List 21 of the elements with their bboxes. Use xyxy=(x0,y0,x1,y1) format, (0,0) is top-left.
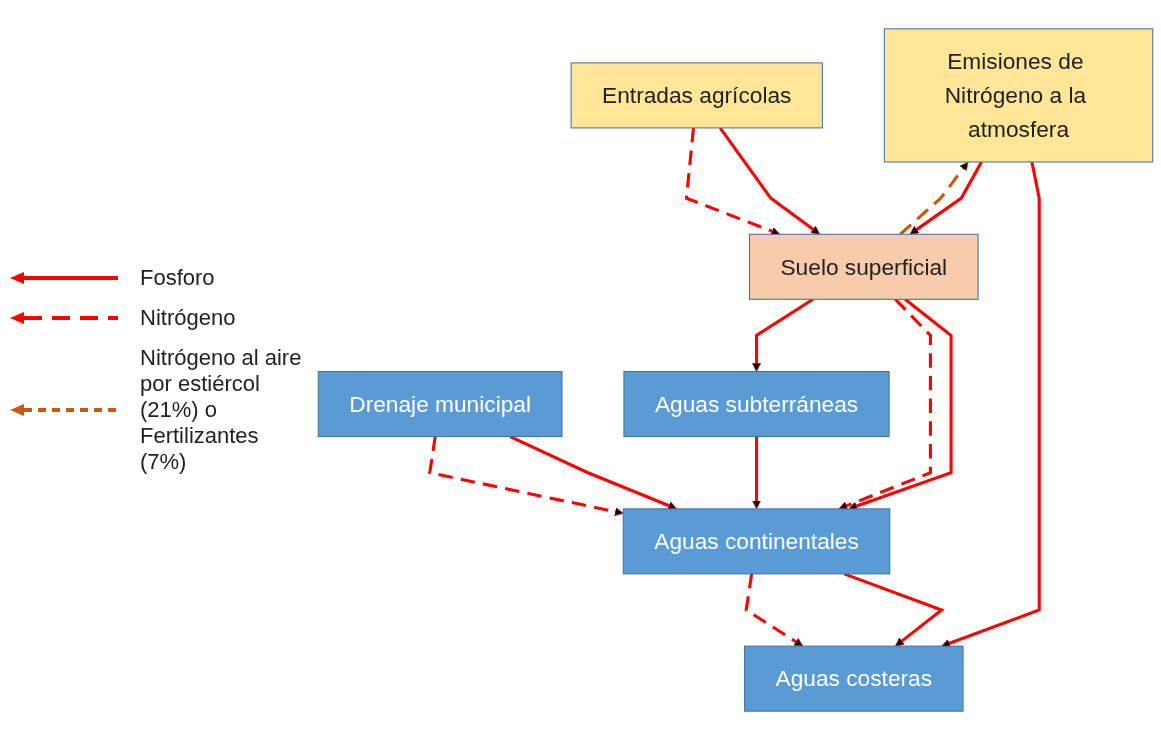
node-box: Entradas agrícolas xyxy=(570,62,823,129)
arrow xyxy=(843,572,945,647)
node-box: Aguas continentales xyxy=(622,508,891,575)
arrow xyxy=(744,573,804,647)
arrow xyxy=(718,127,821,235)
arrow xyxy=(899,161,969,236)
arrow xyxy=(509,435,678,510)
arrow xyxy=(752,298,814,372)
node-box: Suelo superficial xyxy=(749,233,979,300)
node-box: Aguas costeras xyxy=(744,645,964,712)
arrow xyxy=(941,161,1041,648)
arrow xyxy=(428,436,624,517)
node-box: Emisiones de Nitrógeno a la atmosfera xyxy=(883,28,1154,163)
legend-text: Nitrógeno xyxy=(140,305,236,331)
node-box: Aguas subterráneas xyxy=(623,371,890,438)
legend-text: Fosforo xyxy=(140,265,215,291)
arrow xyxy=(684,127,781,236)
node-box: Drenaje municipal xyxy=(317,371,563,438)
arrow xyxy=(752,436,762,510)
arrow xyxy=(909,161,983,235)
legend-text: Nitrógeno al aire por estiércol (21%) o Fertilizantes (7%) xyxy=(140,345,303,475)
